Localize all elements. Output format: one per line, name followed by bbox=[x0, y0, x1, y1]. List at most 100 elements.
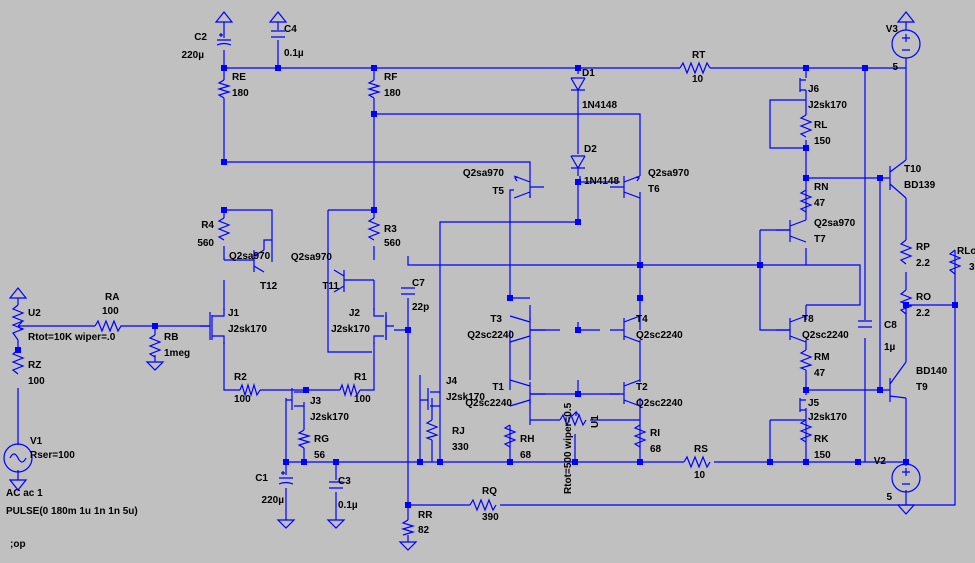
label-v1-name: V1 bbox=[30, 436, 43, 447]
label-c3-name: C3 bbox=[338, 476, 351, 487]
directive-pulse: PULSE(0 180m 1u 1n 1n 5u) bbox=[6, 506, 138, 517]
label-u1-value: Rtot=500 wiper=0.5 bbox=[563, 402, 574, 494]
label-rm-value: 47 bbox=[814, 368, 826, 379]
label-t5-value: Q2sa970 bbox=[463, 168, 505, 179]
label-c4-value: 0.1µ bbox=[284, 48, 304, 59]
diodes bbox=[570, 77, 586, 170]
label-t6-value: Q2sa970 bbox=[648, 168, 690, 179]
label-t1-value: Q2sc2240 bbox=[465, 398, 512, 409]
label-c8-name: C8 bbox=[884, 320, 897, 331]
label-rk-name: RK bbox=[814, 434, 829, 445]
label-t2-value: Q2sc2240 bbox=[636, 398, 683, 409]
directive-ac: AC ac 1 bbox=[6, 488, 43, 499]
label-rh-value: 68 bbox=[520, 450, 532, 461]
label-c8-value: 1µ bbox=[884, 342, 896, 353]
label-t2-name: T2 bbox=[636, 382, 648, 393]
label-rload-value: 30 bbox=[969, 262, 975, 273]
label-d2-name: D2 bbox=[584, 144, 597, 155]
label-t10-name: T10 bbox=[904, 164, 922, 175]
label-d2-value: 1N4148 bbox=[584, 176, 619, 187]
label-rf-name: RF bbox=[384, 72, 397, 83]
label-rs-value: 10 bbox=[694, 470, 706, 481]
label-r4-name: R4 bbox=[201, 220, 214, 231]
label-rg-name: RG bbox=[314, 434, 329, 445]
label-c7-value: 22p bbox=[412, 302, 429, 313]
label-rn-name: RN bbox=[814, 182, 828, 193]
label-j5-name: J5 bbox=[808, 398, 820, 409]
label-j4-value: J2sk170 bbox=[446, 392, 485, 403]
label-c7-name: C7 bbox=[412, 278, 425, 289]
label-v3-name: V3 bbox=[886, 24, 899, 35]
ground-symbols bbox=[8, 11, 916, 551]
label-t7-value: Q2sa970 bbox=[814, 218, 856, 229]
label-rl-value: 150 bbox=[814, 136, 831, 147]
label-t9-name: T9 bbox=[916, 382, 928, 393]
label-r2-value: 100 bbox=[234, 394, 251, 405]
label-t7-name: T7 bbox=[814, 234, 826, 245]
label-c2-value: 220µ bbox=[182, 50, 205, 61]
label-rload-name: RLo bbox=[957, 246, 975, 257]
label-ri-name: RI bbox=[650, 428, 660, 439]
component-labels: C2220µC40.1µRE180RF180D11N4148D21N4148RT… bbox=[28, 24, 975, 536]
label-t3-value: Q2sc2240 bbox=[467, 330, 514, 341]
label-j5-value: J2sk170 bbox=[808, 412, 847, 423]
label-v2-name: V2 bbox=[874, 456, 887, 467]
label-ro-name: RO bbox=[916, 292, 931, 303]
label-t9-value: BD140 bbox=[916, 366, 948, 377]
label-t1-name: T1 bbox=[492, 382, 504, 393]
label-ri-value: 68 bbox=[650, 444, 662, 455]
label-rl-name: RL bbox=[814, 120, 827, 131]
label-rj-name: RJ bbox=[452, 426, 465, 437]
label-t12-value: Q2sa970 bbox=[229, 251, 271, 262]
label-j2-name: J2 bbox=[349, 308, 361, 319]
label-t12-name: T12 bbox=[260, 281, 278, 292]
label-j6-name: J6 bbox=[808, 84, 820, 95]
label-ro-value: 2.2 bbox=[916, 308, 930, 319]
label-rz-name: RZ bbox=[28, 360, 41, 371]
label-j2-value: J2sk170 bbox=[331, 324, 370, 335]
label-t3-name: T3 bbox=[490, 314, 502, 325]
sources bbox=[3, 29, 921, 493]
label-rq-value: 390 bbox=[482, 512, 499, 523]
label-c1-name: C1 bbox=[255, 473, 268, 484]
label-c3-value: 0.1µ bbox=[338, 500, 358, 511]
label-rr-value: 82 bbox=[418, 525, 430, 536]
label-r1-value: 100 bbox=[354, 394, 371, 405]
label-rb-name: RB bbox=[164, 332, 178, 343]
label-rh-name: RH bbox=[520, 434, 534, 445]
label-rp-value: 2.2 bbox=[916, 258, 930, 269]
label-c4-name: C4 bbox=[284, 24, 297, 35]
label-t11-value: Q2sa970 bbox=[291, 252, 333, 263]
label-d1-name: D1 bbox=[582, 68, 595, 79]
label-rs-name: RS bbox=[694, 444, 708, 455]
label-rg-value: 56 bbox=[314, 450, 326, 461]
label-rb-value: 1meg bbox=[164, 348, 190, 359]
label-rk-value: 150 bbox=[814, 450, 831, 461]
label-rm-name: RM bbox=[814, 352, 830, 363]
label-rt-value: 10 bbox=[692, 74, 704, 85]
transistors bbox=[253, 159, 907, 407]
label-r2-name: R2 bbox=[234, 372, 247, 383]
label-t4-name: T4 bbox=[636, 314, 648, 325]
label-r4-value: 560 bbox=[197, 238, 214, 249]
label-d1-value: 1N4148 bbox=[582, 100, 617, 111]
directive-op: ;op bbox=[10, 539, 26, 550]
label-v2-value: 5 bbox=[886, 492, 892, 503]
label-u2-value: Rtot=10K wiper=.0 bbox=[28, 332, 116, 343]
label-re-name: RE bbox=[232, 72, 246, 83]
jfets bbox=[200, 78, 806, 412]
label-ra-name: RA bbox=[105, 292, 119, 303]
label-j6-value: J2sk170 bbox=[808, 100, 847, 111]
label-j3-value: J2sk170 bbox=[310, 412, 349, 423]
label-rq-name: RQ bbox=[482, 486, 497, 497]
capacitors bbox=[216, 30, 872, 489]
label-v1-value: Rser=100 bbox=[30, 450, 75, 461]
label-r1-name: R1 bbox=[354, 372, 367, 383]
label-rf-value: 180 bbox=[384, 88, 401, 99]
label-t5-name: T5 bbox=[492, 186, 504, 197]
label-re-value: 180 bbox=[232, 88, 249, 99]
label-rr-name: RR bbox=[418, 510, 433, 521]
label-t10-value: BD139 bbox=[904, 180, 936, 191]
label-j3-name: J3 bbox=[310, 396, 322, 407]
